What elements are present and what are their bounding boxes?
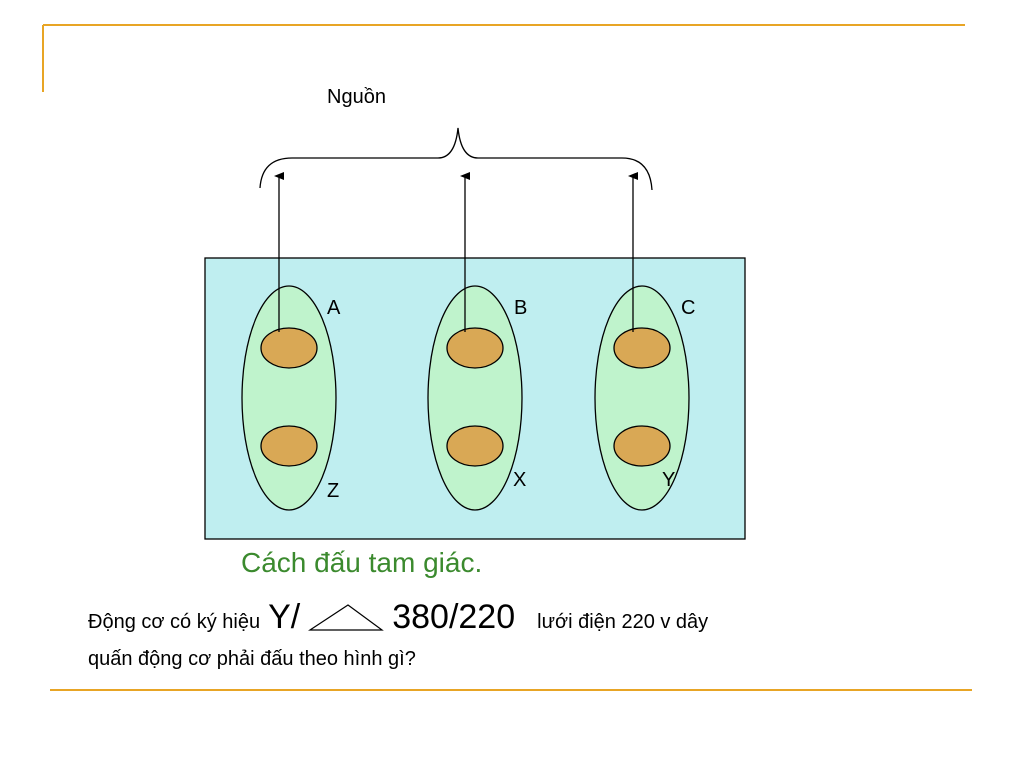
terminal-y (613, 425, 671, 467)
question-line-1: Động cơ có ký hiệu Y/ 380/220 lưới điện … (88, 598, 708, 637)
terminal-c (613, 327, 671, 369)
terminal-b (446, 327, 504, 369)
terminal-label-b: B (514, 297, 528, 319)
voltage-rating: 380/220 (392, 598, 516, 636)
question-prefix: Động cơ có ký hiệu (88, 611, 261, 633)
question-line-2: quấn động cơ phải đấu theo hình gì? (88, 648, 416, 670)
question-suffix: lưới điện 220 v dây (537, 611, 709, 633)
source-brace (259, 127, 653, 191)
terminal-label-z: Z (327, 480, 340, 502)
terminal-label-y: Y (662, 469, 676, 491)
terminal-a (260, 327, 318, 369)
terminal-x (446, 425, 504, 467)
coil-bx (427, 285, 523, 511)
terminal-label-a: A (327, 297, 341, 319)
terminal-label-c: C (681, 297, 696, 319)
terminal-z (260, 425, 318, 467)
coil-az (241, 285, 337, 511)
source-label: Nguồn (327, 86, 386, 108)
diagram-caption: Cách đấu tam giác. (241, 547, 483, 578)
triangle-icon (308, 604, 385, 631)
terminal-label-x: X (513, 469, 527, 491)
symbol-y: Y/ (268, 598, 301, 636)
